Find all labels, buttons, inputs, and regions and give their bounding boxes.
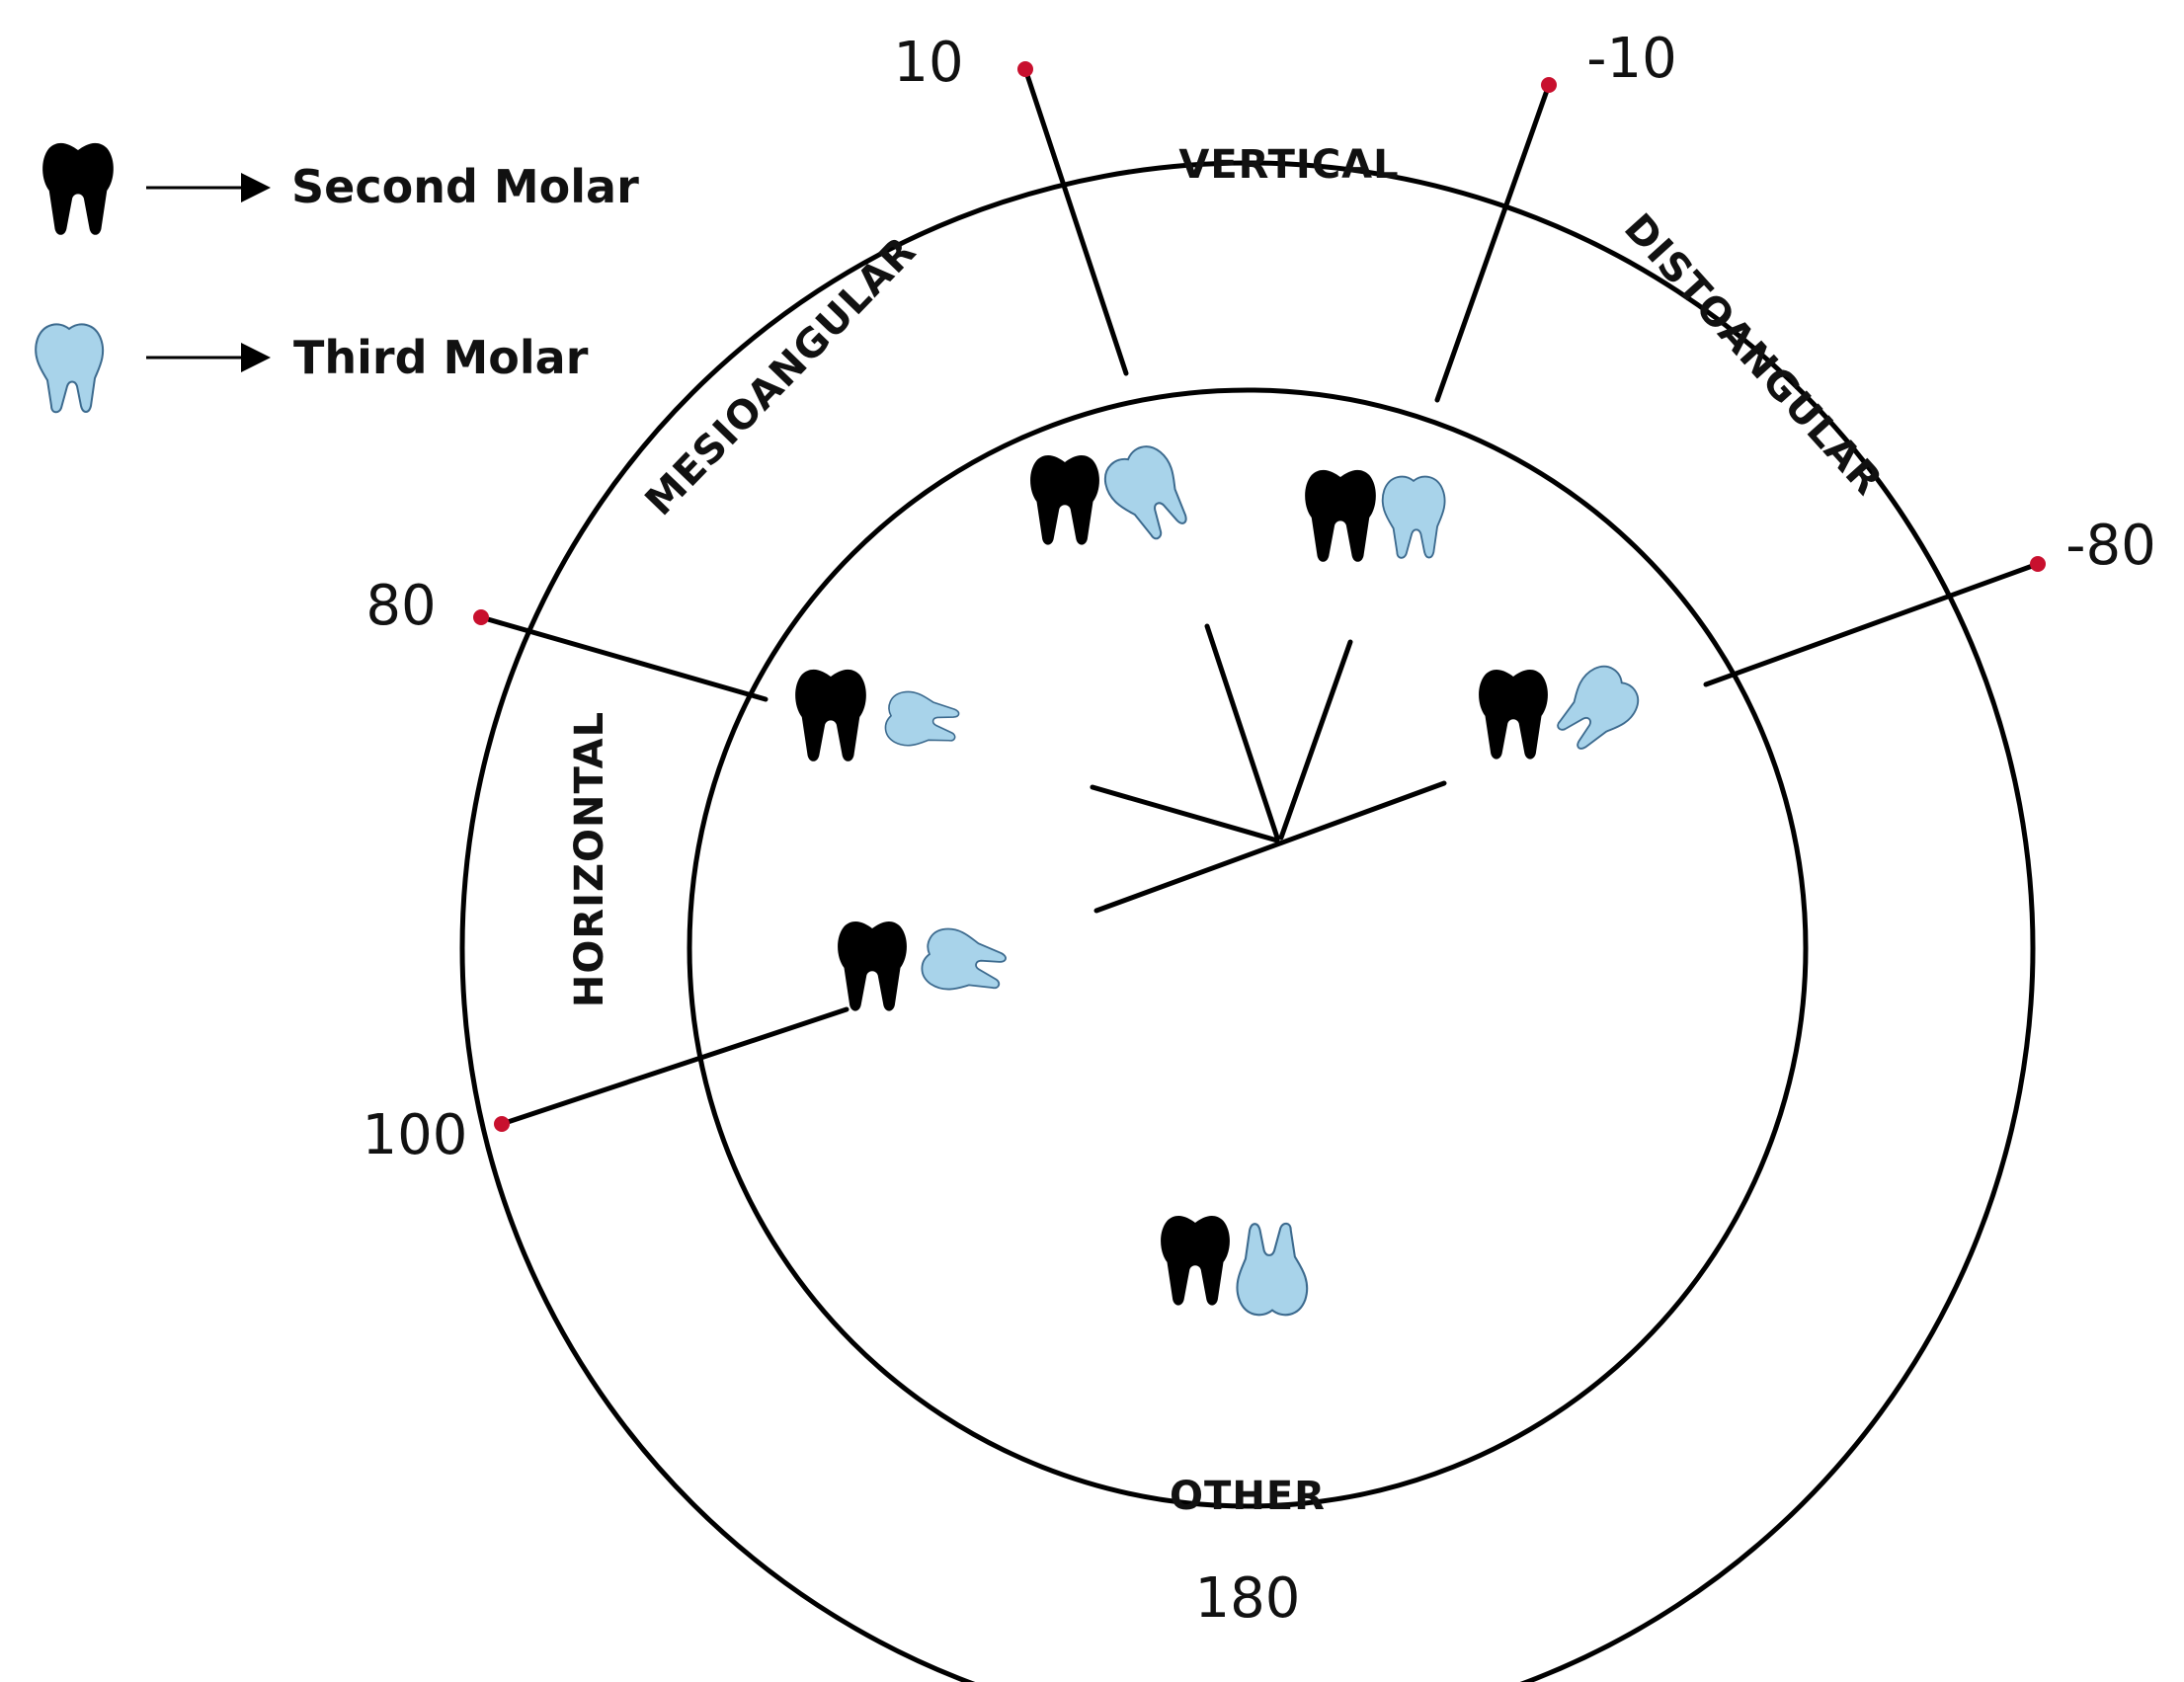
inner-ring (687, 387, 1809, 1509)
marker-100 (494, 1116, 510, 1132)
legend: Second Molar Third Molar (35, 142, 639, 414)
angle-label-minus10: -10 (1586, 27, 1676, 91)
second-molar-icon (838, 921, 907, 1011)
legend-label-third-molar: Third Molar (293, 331, 589, 384)
marker-minus80 (2030, 556, 2046, 572)
marker-10 (1017, 61, 1033, 77)
center-ray-vertical-left (1204, 623, 1280, 841)
angle-label-100: 100 (363, 1103, 468, 1167)
boundary-line-minus10 (1434, 82, 1552, 403)
third-molar-icon (1381, 475, 1446, 559)
third-molar-icon (1236, 1222, 1309, 1317)
boundary-line-100 (499, 1006, 849, 1127)
angle-label-80: 80 (365, 574, 436, 638)
outer-ring (459, 160, 2036, 1682)
third-molar-icon (1544, 657, 1649, 761)
tooth-pair-distoangular (1479, 657, 1649, 761)
region-label-vertical: VERTICAL (1178, 142, 1399, 188)
tooth-pair-vertical (1305, 469, 1446, 562)
third-molar-icon (1095, 437, 1200, 550)
third-molar-icon (916, 922, 1011, 1004)
region-label-other: OTHER (1170, 1474, 1326, 1519)
third-molar-icon (881, 686, 963, 756)
second-molar-icon (1030, 455, 1099, 545)
tooth-pair-mesioangular (1030, 437, 1200, 550)
second-molar-icon (1479, 670, 1548, 760)
region-label-horizontal: HORIZONTAL (567, 711, 612, 1007)
center-baseline (1093, 780, 1447, 914)
center-ray-mesial (1090, 784, 1280, 843)
legend-second-molar-icon (42, 142, 114, 235)
angle-label-minus80: -80 (2065, 514, 2155, 578)
second-molar-icon (1305, 469, 1376, 562)
second-molar-icon (1161, 1216, 1230, 1306)
legend-third-molar-icon (35, 323, 105, 414)
angle-label-180: 180 (1195, 1566, 1301, 1631)
tooth-pair-horizontal-lower (838, 921, 1011, 1011)
marker-minus10 (1541, 77, 1557, 93)
marker-80 (473, 609, 489, 625)
region-label-mesioangular: MESIOANGULAR (637, 228, 926, 524)
tooth-pair-other (1161, 1216, 1309, 1317)
legend-label-second-molar: Second Molar (291, 160, 639, 213)
tooth-pair-horizontal-upper (795, 669, 963, 761)
boundary-markers (473, 61, 2046, 1132)
boundary-line-10 (1022, 66, 1129, 376)
region-label-distoangular: DISTOANGULAR (1615, 205, 1891, 505)
center-ray-vertical-right (1278, 639, 1353, 841)
second-molar-icon (795, 669, 866, 761)
angle-label-10: 10 (893, 31, 963, 95)
boundary-line-80 (478, 614, 768, 702)
boundary-line-minus80 (1703, 561, 2041, 687)
